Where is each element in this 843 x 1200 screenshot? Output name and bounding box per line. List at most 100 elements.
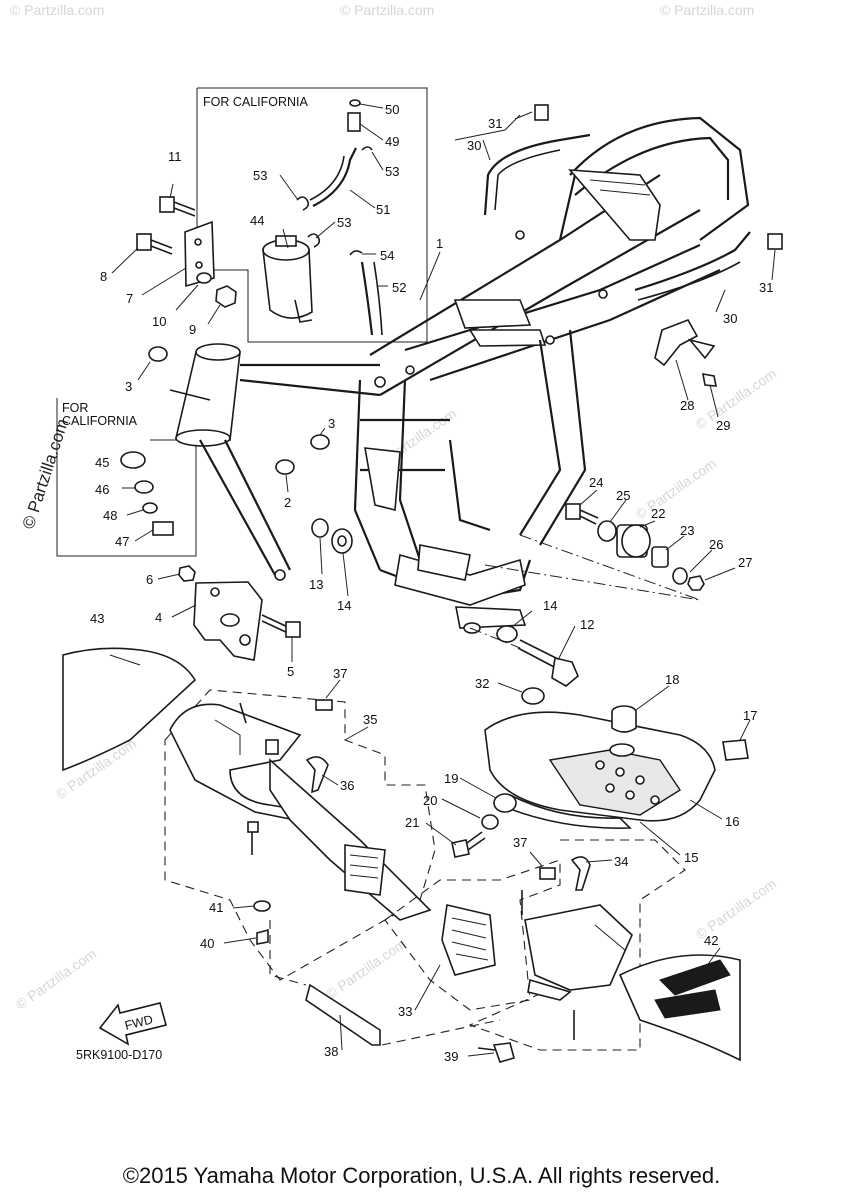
pivot-shaft-bolt bbox=[517, 639, 579, 687]
callout-48: 48 bbox=[103, 508, 117, 523]
guard-mesh bbox=[441, 904, 496, 976]
california-mount-box: FOR CALIFORNIA bbox=[56, 398, 197, 557]
callout-32: 32 bbox=[475, 676, 489, 691]
fuel-tank bbox=[484, 711, 716, 829]
callout-53: 53 bbox=[337, 215, 351, 230]
vent-hose bbox=[312, 147, 357, 207]
callout-26: 26 bbox=[709, 537, 723, 552]
damper bbox=[493, 793, 517, 813]
callout-6: 6 bbox=[146, 572, 153, 587]
side-cover-left bbox=[169, 702, 302, 821]
bolt bbox=[702, 373, 717, 387]
callout-22: 22 bbox=[651, 506, 665, 521]
watermark-faint: © Partzilla.com bbox=[660, 2, 754, 18]
stay bbox=[634, 231, 751, 292]
california-fuel-kit-box: FOR CALIFORNIA bbox=[196, 87, 428, 343]
nut bbox=[178, 565, 196, 582]
copyright-notice: ©2015 Yamaha Motor Corporation, U.S.A. A… bbox=[122, 1163, 721, 1188]
callout-31: 31 bbox=[759, 280, 773, 295]
callout-37: 37 bbox=[333, 666, 347, 681]
callout-53: 53 bbox=[385, 164, 399, 179]
callout-29: 29 bbox=[716, 418, 730, 433]
callout-28: 28 bbox=[680, 398, 694, 413]
callout-19: 19 bbox=[444, 771, 458, 786]
callout-50: 50 bbox=[385, 102, 399, 117]
main-frame bbox=[169, 116, 750, 634]
callout-25: 25 bbox=[616, 488, 630, 503]
washer bbox=[134, 480, 154, 494]
callout-4: 4 bbox=[155, 610, 162, 625]
callout-21: 21 bbox=[405, 815, 419, 830]
hose-clip bbox=[361, 146, 373, 151]
shock-mount-parts bbox=[565, 503, 705, 591]
collar bbox=[311, 518, 329, 538]
callout-54: 54 bbox=[380, 248, 394, 263]
grommet bbox=[722, 739, 749, 761]
callout-51: 51 bbox=[376, 202, 390, 217]
callout-11: 11 bbox=[168, 149, 182, 164]
bolt bbox=[451, 831, 486, 858]
callout-36: 36 bbox=[340, 778, 354, 793]
callout-35: 35 bbox=[363, 712, 377, 727]
bolt bbox=[152, 521, 174, 536]
cap bbox=[349, 99, 361, 107]
rubber-damper bbox=[148, 346, 168, 362]
hose-clip bbox=[296, 196, 310, 211]
callout-3: 3 bbox=[125, 379, 132, 394]
watermark-faint: © Partzilla.com bbox=[340, 2, 434, 18]
callout-10: 10 bbox=[152, 314, 166, 329]
bolt bbox=[136, 233, 173, 255]
washer bbox=[253, 900, 271, 912]
callout-3: 3 bbox=[328, 416, 335, 431]
callout-7: 7 bbox=[126, 291, 133, 306]
callout-30: 30 bbox=[467, 138, 481, 153]
bolt bbox=[261, 614, 301, 638]
clip bbox=[570, 856, 591, 891]
engine-bracket bbox=[193, 581, 263, 661]
callout-37: 37 bbox=[513, 835, 527, 850]
washer bbox=[196, 272, 212, 284]
callout-44: 44 bbox=[250, 213, 264, 228]
side-cover-panel bbox=[269, 758, 432, 921]
california-box-label: CALIFORNIA bbox=[62, 414, 138, 428]
drawing-code: 5RK9100-D170 bbox=[76, 1048, 162, 1062]
leader-lines bbox=[109, 103, 776, 1057]
callout-1: 1 bbox=[436, 236, 443, 251]
callout-14: 14 bbox=[337, 598, 351, 613]
callout-16: 16 bbox=[725, 814, 739, 829]
callout-40: 40 bbox=[200, 936, 214, 951]
callout-2: 2 bbox=[284, 495, 291, 510]
callout-24: 24 bbox=[589, 475, 603, 490]
hose bbox=[360, 261, 374, 336]
california-box-label: FOR bbox=[62, 401, 88, 415]
callout-33: 33 bbox=[398, 1004, 412, 1019]
watermark-faint: © Partzilla.com bbox=[10, 2, 104, 18]
callout-47: 47 bbox=[115, 534, 129, 549]
nut bbox=[215, 285, 237, 308]
callout-31: 31 bbox=[488, 116, 502, 131]
callout-53: 53 bbox=[253, 168, 267, 183]
callout-15: 15 bbox=[684, 850, 698, 865]
collar bbox=[481, 814, 499, 830]
watermark-faint: © Partzilla.com bbox=[633, 455, 719, 522]
callout-5: 5 bbox=[287, 664, 294, 679]
number-plate-fragment bbox=[618, 954, 741, 1062]
charcoal-canister bbox=[262, 235, 313, 323]
callout-14: 14 bbox=[543, 598, 557, 613]
collar bbox=[142, 502, 158, 514]
hose-fitting bbox=[347, 112, 361, 132]
grommet bbox=[315, 699, 333, 711]
hose-clip bbox=[307, 233, 321, 248]
callout-39: 39 bbox=[444, 1049, 458, 1064]
callout-30: 30 bbox=[723, 311, 737, 326]
callout-52: 52 bbox=[392, 280, 406, 295]
callout-8: 8 bbox=[100, 269, 107, 284]
callout-46: 46 bbox=[95, 482, 109, 497]
hose-clip bbox=[349, 250, 363, 256]
bolt bbox=[534, 104, 549, 121]
forward-arrow: FWD bbox=[98, 1002, 167, 1046]
callout-38: 38 bbox=[324, 1044, 338, 1059]
callout-34: 34 bbox=[614, 854, 628, 869]
bolt bbox=[492, 1042, 515, 1063]
callout-numbers: 50 49 53 53 51 53 44 54 52 11 8 7 10 9 3… bbox=[90, 102, 773, 1064]
